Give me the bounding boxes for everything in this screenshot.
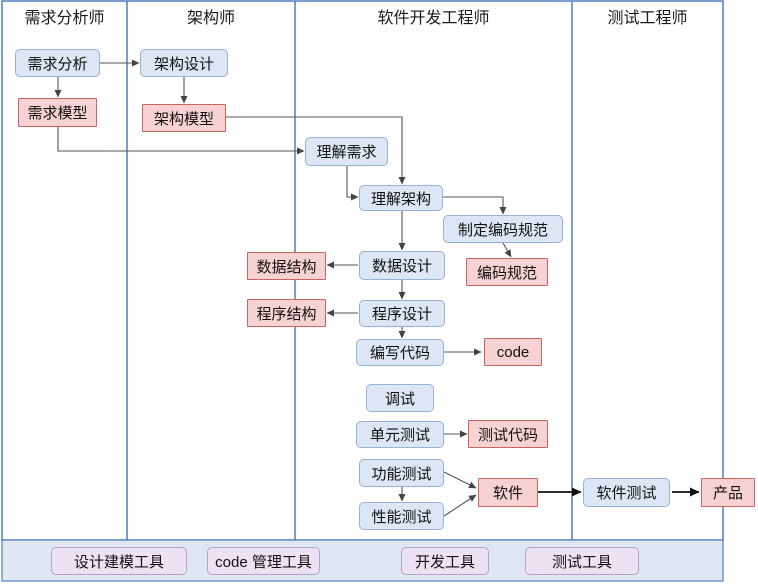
node-coding-std: 编码规范: [466, 258, 548, 286]
node-software-test: 软件测试: [583, 478, 670, 507]
node-arch-design: 架构设计: [140, 49, 228, 77]
node-program-design: 程序设计: [359, 300, 445, 327]
node-req-analysis: 需求分析: [15, 49, 100, 77]
node-data-design: 数据设计: [359, 251, 445, 280]
tool-development: 开发工具: [401, 547, 489, 575]
tool-code-management: code 管理工具: [207, 547, 320, 575]
node-product: 产品: [701, 478, 755, 507]
lane-header-analyst: 需求分析师: [24, 10, 105, 27]
node-program-structure: 程序结构: [247, 299, 326, 327]
lane-header-architect: 架构师: [186, 10, 235, 27]
node-debug: 调试: [366, 384, 434, 412]
node-data-structure: 数据结构: [247, 252, 326, 280]
node-make-coding-std: 制定编码规范: [443, 215, 563, 243]
node-understand-arch: 理解架构: [359, 185, 443, 211]
node-func-test: 功能测试: [359, 459, 444, 487]
lane-header-developer: 软件开发工程师: [377, 10, 490, 27]
node-test-code: 测试代码: [468, 420, 548, 448]
node-perf-test: 性能测试: [359, 502, 444, 530]
node-understand-req: 理解需求: [305, 137, 388, 166]
node-arch-model: 架构模型: [142, 104, 226, 132]
tool-testing: 测试工具: [525, 547, 639, 575]
node-unit-test: 单元测试: [356, 421, 444, 448]
node-req-model: 需求模型: [18, 98, 97, 127]
node-software: 软件: [478, 478, 538, 507]
tool-design-modeling: 设计建模工具: [51, 547, 187, 575]
node-code: code: [484, 338, 542, 366]
lane-header-tester: 测试工程师: [607, 10, 688, 27]
node-write-code: 编写代码: [356, 339, 444, 366]
